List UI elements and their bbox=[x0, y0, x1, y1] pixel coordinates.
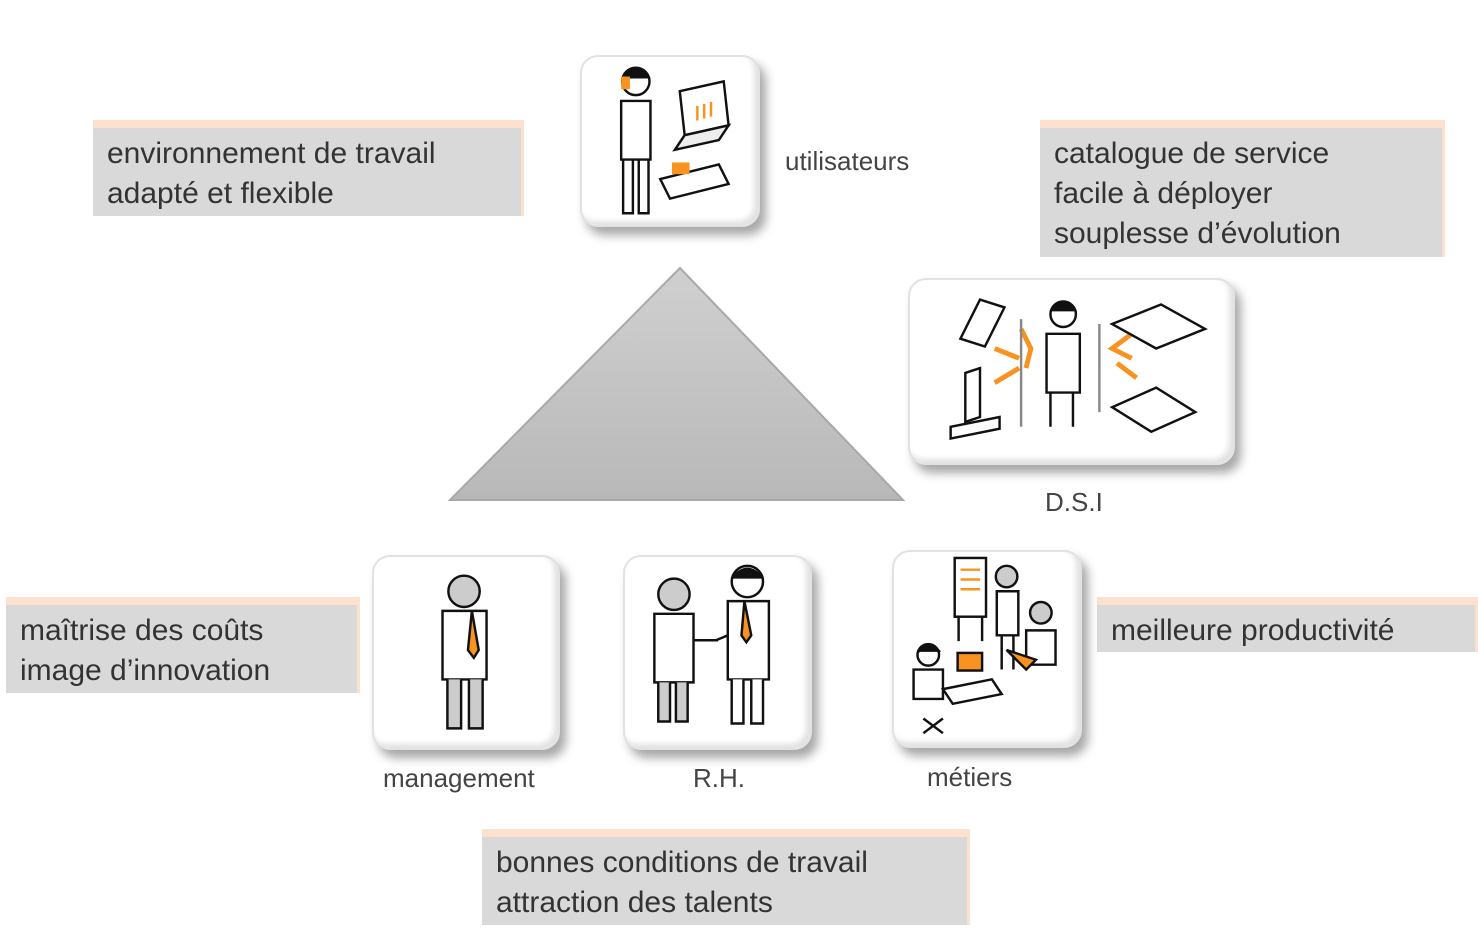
metiers-tile bbox=[892, 550, 1082, 748]
label-dsi: D.S.I bbox=[1045, 487, 1103, 517]
triangle-shape bbox=[447, 266, 906, 501]
benefit-line: environnement de travail bbox=[107, 137, 436, 170]
benefit-line: bonnes conditions de travail bbox=[496, 846, 868, 879]
label-metiers: métiers bbox=[927, 762, 1013, 792]
benefit-utilisateurs: environnement de travail adapté et flexi… bbox=[93, 120, 524, 216]
benefit-line: facile à déployer bbox=[1054, 177, 1273, 210]
office-workers-icon bbox=[912, 556, 1057, 735]
benefit-line: adapté et flexible bbox=[107, 177, 334, 210]
management-tile bbox=[372, 555, 560, 750]
benefit-metiers: meilleure productivité bbox=[1097, 597, 1478, 652]
benefit-line: attraction des talents bbox=[496, 886, 773, 919]
benefit-line: catalogue de service bbox=[1054, 137, 1330, 170]
manager-icon bbox=[441, 574, 488, 730]
label-rh: R.H. bbox=[693, 763, 745, 793]
benefit-dsi: catalogue de service facile à déployer s… bbox=[1040, 120, 1445, 257]
benefit-line: image d’innovation bbox=[20, 654, 271, 687]
dsi-tile bbox=[908, 278, 1235, 465]
user-on-phone-icon bbox=[619, 66, 732, 215]
benefit-line: souplesse d’évolution bbox=[1054, 217, 1341, 250]
benefit-rh: bonnes conditions de travail attraction … bbox=[482, 829, 970, 925]
handshake-icon bbox=[653, 564, 771, 725]
benefit-line: maîtrise des coûts bbox=[20, 614, 264, 647]
benefit-line: meilleure productivité bbox=[1111, 614, 1395, 647]
label-utilisateurs: utilisateurs bbox=[785, 146, 910, 176]
benefit-management: maîtrise des coûts image d’innovation bbox=[6, 597, 360, 693]
utilisateurs-tile bbox=[580, 55, 760, 227]
it-technician-devices-icon bbox=[949, 298, 1208, 441]
rh-tile bbox=[623, 555, 812, 750]
label-management: management bbox=[383, 763, 535, 793]
